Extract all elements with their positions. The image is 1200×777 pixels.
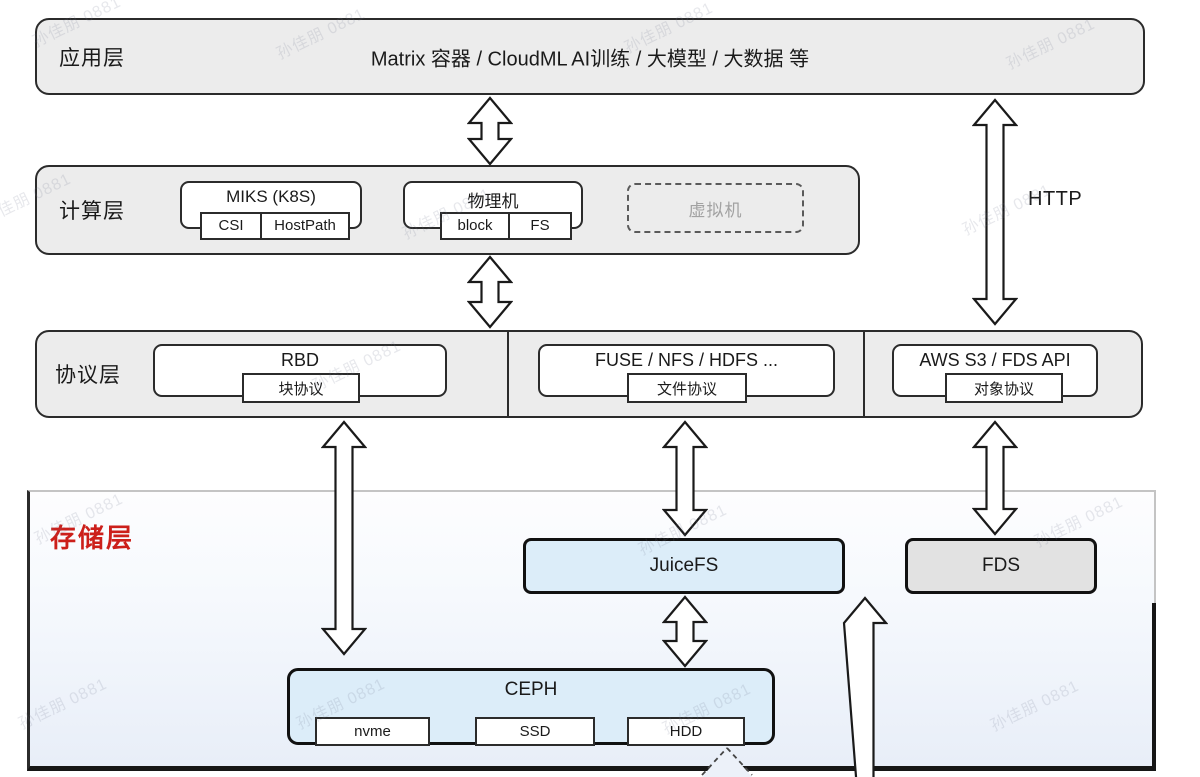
protocol-layer-box: 协议层 RBD 块协议 FUSE / NFS / HDFS ... 文件协议 A… xyxy=(35,330,1143,418)
arrow-rbd-ceph xyxy=(321,420,367,656)
storage-right-border-segment xyxy=(1152,603,1156,771)
compute-layer-label: 计算层 xyxy=(59,200,125,223)
ceph-title: CEPH xyxy=(504,679,558,700)
object-protocol-box: 对象协议 xyxy=(945,373,1063,403)
storage-layer-label: 存储层 xyxy=(50,523,135,553)
fuse-title: FUSE / NFS / HDFS ... xyxy=(594,350,778,370)
vm-box: 虚拟机 xyxy=(627,183,804,233)
fs-cell: FS xyxy=(508,214,570,238)
physical-machine-box: 物理机 xyxy=(403,181,583,229)
juicefs-title: JuiceFS xyxy=(649,555,719,576)
vm-title: 虚拟机 xyxy=(688,200,743,220)
compute-layer-box: 计算层 MIKS (K8S) CSI HostPath 物理机 block FS… xyxy=(35,165,860,255)
protocol-layer-label: 协议层 xyxy=(55,364,121,387)
fds-box: FDS xyxy=(905,538,1097,594)
protocol-divider-1 xyxy=(507,330,509,418)
storage-layer-box: 存储层 JuiceFS FDS CEPH nvme SSD HDD xyxy=(27,490,1156,771)
fds-title: FDS xyxy=(982,555,1020,576)
k8s-title: MIKS (K8S) xyxy=(226,187,316,206)
app-layer-label: 应用层 xyxy=(59,46,125,70)
block-cell: block xyxy=(457,217,493,234)
arrow-app-compute xyxy=(467,96,513,166)
aws-s3-title: AWS S3 / FDS API xyxy=(919,350,1071,370)
k8s-subrow: CSI HostPath xyxy=(200,212,350,240)
rbd-title: RBD xyxy=(280,350,319,370)
arrow-compute-protocol xyxy=(467,255,513,329)
nvme-box: nvme xyxy=(315,717,430,746)
http-label: HTTP xyxy=(1028,188,1083,210)
juicefs-box: JuiceFS xyxy=(523,538,845,594)
app-layer-box: 应用层 Matrix 容器 / CloudML AI训练 / 大模型 / 大数据… xyxy=(35,18,1145,95)
arrow-dashed-hdd xyxy=(701,747,753,777)
hdd-box: HDD xyxy=(627,717,745,746)
app-layer-content: Matrix 容器 / CloudML AI训练 / 大模型 / 大数据 等 xyxy=(370,48,810,70)
csi-cell: CSI xyxy=(218,217,244,234)
physical-subrow: block FS xyxy=(440,212,572,240)
arrow-fuse-juicefs xyxy=(662,420,708,537)
file-protocol-box: 文件协议 xyxy=(627,373,747,403)
protocol-divider-2 xyxy=(863,330,865,418)
arrow-http xyxy=(972,98,1018,326)
hostpath-cell: HostPath xyxy=(260,214,348,238)
block-protocol-box: 块协议 xyxy=(242,373,360,403)
physical-machine-title: 物理机 xyxy=(467,192,519,211)
arrow-aws-fds xyxy=(972,420,1018,536)
arrow-bottom-up xyxy=(842,596,888,777)
ssd-box: SSD xyxy=(475,717,595,746)
arrow-juicefs-ceph xyxy=(662,595,708,668)
